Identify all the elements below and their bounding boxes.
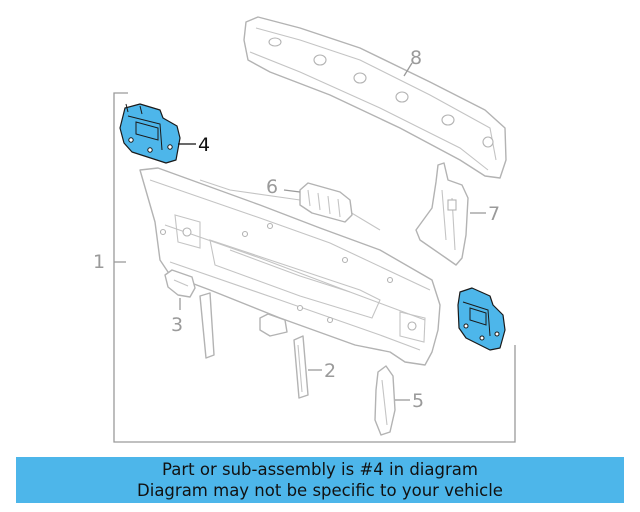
callout-4-top: 4 <box>178 134 210 156</box>
callout-2-label: 2 <box>324 360 336 382</box>
parts-diagram: 8 1 6 7 <box>93 16 516 443</box>
callout-4-label: 4 <box>198 134 210 156</box>
part-1-back-panel <box>139 167 441 366</box>
part-4-bracket-right <box>457 287 506 351</box>
callout-8-label: 8 <box>410 47 422 69</box>
callout-1: 1 <box>93 251 126 273</box>
callout-5-label: 5 <box>412 390 424 412</box>
callout-3-label: 3 <box>171 314 183 336</box>
callout-3: 3 <box>171 298 183 336</box>
callout-5: 5 <box>395 390 424 412</box>
banner-line-1: Part or sub-assembly is #4 in diagram <box>162 460 478 479</box>
part-2-strip <box>293 335 309 399</box>
info-banner: Part or sub-assembly is #4 in diagram Di… <box>16 457 624 503</box>
callout-7: 7 <box>470 203 500 225</box>
part-7-pillar <box>415 162 469 266</box>
callout-7-label: 7 <box>488 203 500 225</box>
part-3-clip <box>164 269 196 298</box>
part-lower-strip <box>199 292 288 359</box>
banner-line-2: Diagram may not be specific to your vehi… <box>137 481 503 500</box>
assembly-bracket <box>113 92 516 443</box>
callout-1-label: 1 <box>93 251 105 273</box>
callout-8: 8 <box>403 47 422 77</box>
part-4-bracket-left <box>119 103 181 164</box>
part-5-pillar <box>374 365 396 436</box>
callout-6-label: 6 <box>266 176 278 198</box>
callout-6: 6 <box>266 176 301 198</box>
callout-2: 2 <box>308 360 336 382</box>
part-8-header-panel <box>243 16 507 179</box>
part-6-bracket <box>299 182 353 223</box>
